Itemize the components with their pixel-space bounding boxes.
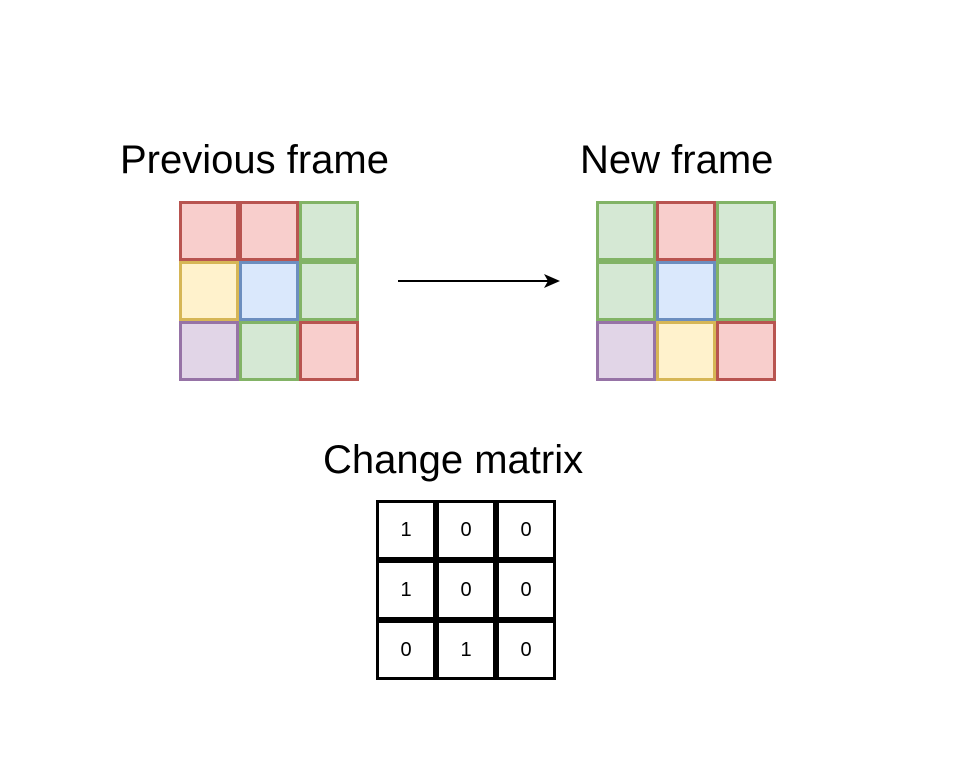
change-matrix-cell: 0 (496, 500, 556, 560)
new-frame-cell-red (656, 201, 716, 261)
previous-frame-cell-red (299, 321, 359, 381)
previous-frame-cell-green (299, 201, 359, 261)
previous-frame-cell-green (239, 321, 299, 381)
change-matrix-cell: 0 (436, 500, 496, 560)
transition-arrow (398, 274, 560, 288)
new-frame-cell-red (716, 321, 776, 381)
previous-frame-cell-green (299, 261, 359, 321)
change-matrix-cell: 0 (496, 560, 556, 620)
previous-frame-cell-purple (179, 321, 239, 381)
change-matrix-cell: 1 (436, 620, 496, 680)
new-frame-cell-blue (656, 261, 716, 321)
new-frame-cell-green (716, 261, 776, 321)
new-frame-cell-green (596, 261, 656, 321)
change-matrix-cell: 1 (376, 560, 436, 620)
previous-frame-cell-yellow (179, 261, 239, 321)
previous-frame-cell-blue (239, 261, 299, 321)
new-frame-cell-green (716, 201, 776, 261)
previous-frame-title: Previous frame (120, 138, 389, 182)
new-frame-grid (596, 201, 776, 381)
change-matrix-cell: 0 (496, 620, 556, 680)
change-matrix-cell: 1 (376, 500, 436, 560)
change-matrix-title: Change matrix (323, 438, 584, 482)
previous-frame-cell-red (179, 201, 239, 261)
previous-frame-cell-red (239, 201, 299, 261)
new-frame-title: New frame (580, 138, 774, 182)
new-frame-cell-green (596, 201, 656, 261)
change-matrix-cell: 0 (436, 560, 496, 620)
new-frame-cell-yellow (656, 321, 716, 381)
change-matrix-cell: 0 (376, 620, 436, 680)
previous-frame-grid (179, 201, 359, 381)
new-frame-cell-purple (596, 321, 656, 381)
